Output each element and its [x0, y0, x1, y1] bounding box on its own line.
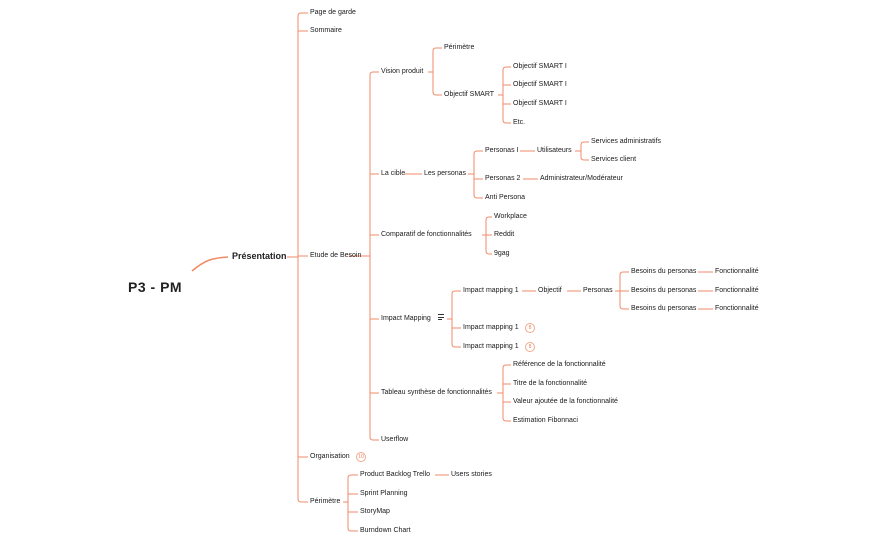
node-9gag[interactable]: 9gag: [494, 250, 510, 257]
node-tableau-synthese[interactable]: Tableau synthèse de fonctionnalités: [381, 389, 492, 396]
node-services-client[interactable]: Services client: [591, 156, 637, 163]
connector-line: [502, 66, 511, 71]
node-userflow[interactable]: Userflow: [381, 436, 409, 443]
root-topic[interactable]: P3 - PM: [128, 279, 183, 295]
connector-line: [502, 364, 511, 369]
node-services-administratifs[interactable]: Services administratifs: [591, 138, 662, 145]
impact-mapping-1b-badge[interactable]: 8: [525, 323, 535, 333]
node-perimetre-vision[interactable]: Périmètre: [444, 44, 475, 51]
node-page-de-garde[interactable]: Page de garde: [310, 9, 356, 16]
node-impact-mapping-1c[interactable]: Impact mapping 1: [463, 343, 519, 350]
node-storymap[interactable]: StoryMap: [360, 508, 390, 515]
node-product-backlog[interactable]: Product Backlog Trello: [360, 471, 431, 478]
node-les-personas[interactable]: Les personas: [424, 170, 467, 177]
node-objectif[interactable]: Objectif: [538, 287, 562, 294]
connector-line: [451, 343, 461, 348]
node-impact-mapping-1b[interactable]: Impact mapping 1: [463, 324, 519, 331]
node-objectif-smart[interactable]: Objectif SMART: [444, 91, 495, 98]
connector-line: [297, 498, 308, 503]
node-etc[interactable]: Etc.: [513, 119, 526, 126]
connector-line: [451, 290, 461, 295]
connector-line: [580, 141, 589, 146]
notes-icon[interactable]: [438, 314, 444, 322]
node-etude-de-besoin[interactable]: Etude de Besoin: [310, 252, 362, 259]
node-estimation[interactable]: Estimation Fibonnaci: [513, 417, 578, 424]
connector-line: [347, 527, 358, 532]
node-utilisateurs[interactable]: Utilisateurs: [537, 147, 572, 154]
connector-line: [191, 256, 229, 272]
main-topic-presentation[interactable]: Présentation: [232, 251, 287, 261]
node-personas[interactable]: Personas: [583, 287, 613, 294]
node-vision-produit[interactable]: Vision produit: [381, 68, 424, 75]
node-administrateur[interactable]: Administrateur/Modérateur: [540, 175, 623, 182]
connector-line: [619, 305, 629, 310]
node-sommaire[interactable]: Sommaire: [310, 27, 342, 34]
connector-line: [619, 271, 629, 276]
node-organisation[interactable]: Organisation: [310, 453, 350, 460]
node-objectif-smart-3[interactable]: Objectif SMART I: [513, 100, 567, 107]
connector-line: [502, 119, 511, 124]
node-titre[interactable]: Titre de la fonctionnalité: [513, 380, 588, 387]
connector-line: [502, 417, 511, 422]
connector-line: [485, 250, 492, 255]
node-objectif-smart-1[interactable]: Objectif SMART I: [513, 63, 567, 70]
connector-line: [432, 91, 442, 96]
node-sprint-planning[interactable]: Sprint Planning: [360, 490, 408, 497]
node-objectif-smart-2[interactable]: Objectif SMART I: [513, 81, 567, 88]
connector-line: [297, 12, 308, 17]
node-besoins-3[interactable]: Besoins du personas: [631, 305, 697, 312]
node-la-cible[interactable]: La cible: [381, 170, 406, 177]
node-besoins-2[interactable]: Besoins du personas: [631, 287, 697, 294]
node-fonctionnalite-1[interactable]: Fonctionnalité: [715, 268, 759, 275]
node-workplace[interactable]: Workplace: [494, 213, 527, 220]
connector-line: [369, 71, 379, 76]
node-personas-1[interactable]: Personas I: [485, 147, 519, 154]
node-anti-persona[interactable]: Anti Persona: [485, 194, 526, 201]
connector-line: [580, 156, 589, 161]
connector-line: [473, 150, 483, 155]
node-reddit[interactable]: Reddit: [494, 231, 515, 238]
node-personas-2[interactable]: Personas 2: [485, 175, 521, 182]
node-besoins-1[interactable]: Besoins du personas: [631, 268, 697, 275]
node-fonctionnalite-2[interactable]: Fonctionnalité: [715, 287, 759, 294]
node-impact-mapping[interactable]: Impact Mapping: [381, 315, 431, 322]
node-burndown[interactable]: Burndown Chart: [360, 527, 411, 534]
node-comparatif[interactable]: Comparatif de fonctionnalités: [381, 231, 472, 238]
impact-mapping-1c-badge[interactable]: 8: [525, 342, 535, 352]
connector-line: [347, 474, 358, 479]
connector-line: [432, 47, 442, 52]
organisation-count-badge[interactable]: 10: [356, 452, 366, 462]
node-reference[interactable]: Référence de la fonctionnalité: [513, 361, 606, 368]
connector-line: [485, 216, 492, 221]
node-impact-mapping-1a[interactable]: Impact mapping 1: [463, 287, 519, 294]
node-valeur[interactable]: Valeur ajoutée de la fonctionnalité: [513, 398, 618, 405]
node-fonctionnalite-3[interactable]: Fonctionnalité: [715, 305, 759, 312]
node-users-stories[interactable]: Users stories: [451, 471, 492, 478]
node-perimetre[interactable]: Périmètre: [310, 498, 341, 505]
connector-line: [369, 436, 379, 441]
connector-line: [473, 194, 483, 199]
